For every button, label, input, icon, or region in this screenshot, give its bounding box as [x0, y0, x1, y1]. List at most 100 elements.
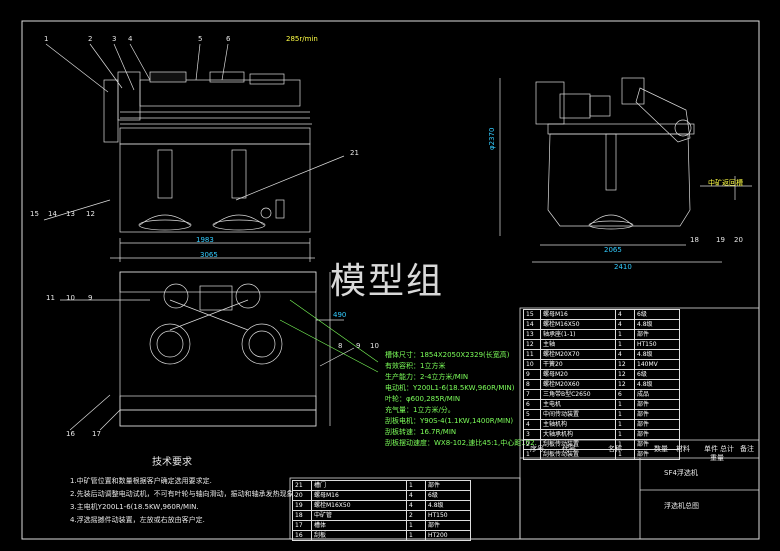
bom-cell: 16	[292, 530, 312, 541]
drawing-subtitle: 浮选机总图	[664, 502, 699, 510]
part-number-20: 20	[734, 236, 743, 244]
bom-cell: 中矿管	[311, 510, 407, 521]
dim-side-outer: 2410	[614, 263, 632, 271]
bom-cell: 1	[615, 399, 635, 410]
dim-plan-side: 490	[333, 311, 347, 319]
bom-cell: 刮板	[311, 530, 407, 541]
bom-cell: 螺母M16	[311, 490, 407, 501]
bom-cell: 15	[523, 309, 541, 320]
bom-cell: 1	[615, 429, 635, 440]
bom-header-weight: 重量	[710, 454, 724, 462]
bom-cell: 7	[523, 389, 541, 400]
part-number-15: 15	[30, 210, 39, 218]
part-number-11: 11	[46, 294, 55, 302]
bom-cell: 部件	[425, 480, 471, 491]
bom-cell: 部件	[634, 409, 680, 420]
part-number-18: 18	[690, 236, 699, 244]
bom-header-code: 代号	[562, 445, 576, 453]
bom-cell: 2	[406, 510, 426, 521]
bom-cell: 主电机	[540, 399, 616, 410]
bom-cell: 成品	[634, 389, 680, 400]
bom-cell: 12	[523, 339, 541, 350]
bom-header-note: 备注	[740, 445, 754, 453]
bom-header-material: 材料	[676, 445, 690, 453]
bom-cell: 主轴机构	[540, 419, 616, 430]
bom-cell: 6	[615, 389, 635, 400]
bom-cell: 1	[406, 530, 426, 541]
drawing-name: SF4浮选机	[664, 469, 698, 477]
bom-cell: 4.8级	[425, 500, 471, 511]
bom-cell: 1	[615, 329, 635, 340]
bom-cell: 4	[615, 319, 635, 330]
watermark: 模型组	[330, 261, 445, 302]
bom-cell: 螺栓M16X50	[540, 319, 616, 330]
bom-cell: 螺栓M20X60	[540, 379, 616, 390]
tech-req-line: 4.浮选摇撼件动装置，左放或右放由客户定.	[70, 516, 205, 524]
part-number-6: 6	[226, 35, 231, 43]
bom-cell: 槽门	[311, 480, 407, 491]
spec-line: 有效容积：1立方米	[385, 362, 446, 370]
spec-list: 槽体尺寸：1854X2050X2329(长宽高) 有效容积：1立方米 生产能力：…	[385, 352, 537, 451]
part-number-14: 14	[48, 210, 57, 218]
bom-cell: 1	[406, 520, 426, 531]
bom-header-total: 总计	[720, 445, 734, 453]
dim-height: φ2370	[488, 127, 496, 150]
bom-cell: 5	[523, 409, 541, 420]
bom-cell: 部件	[425, 520, 471, 531]
bom-cell: 140MV	[634, 359, 680, 370]
tech-req-line: 3.主电机Y200L1-6(18.5KW,960R/MIN.	[70, 503, 199, 511]
bom-cell: 部件	[634, 399, 680, 410]
bom-cell: 螺栓M20X70	[540, 349, 616, 360]
bom-cell: 1	[615, 409, 635, 420]
bom-cell: 轴承座(1-1)	[540, 329, 616, 340]
part-number-5: 5	[198, 35, 203, 43]
tech-title: 技术要求	[152, 457, 192, 468]
part-number-8: 8	[338, 342, 343, 350]
bom-cell: HT150	[634, 339, 680, 350]
bom-cell: 18	[292, 510, 312, 521]
bom-cell: HT200	[425, 530, 471, 541]
spec-line: 叶轮：φ600,285R/MIN	[385, 395, 461, 403]
bom-header-index: 序号	[530, 445, 544, 453]
bom-cell: 1	[615, 419, 635, 430]
part-number-4: 4	[128, 35, 133, 43]
bom-cell: 1	[615, 339, 635, 350]
bom-cell: 4.8级	[634, 319, 680, 330]
bom-cell: 部件	[634, 449, 680, 460]
leader-lines-green	[279, 299, 379, 373]
bom-cell: 4	[523, 419, 541, 430]
part-number-13: 13	[66, 210, 75, 218]
bom-cell: 三角带B型C2650	[540, 389, 616, 400]
bom-cell: 部件	[634, 419, 680, 430]
bom-cell: 螺母M20	[540, 369, 616, 380]
bom-cell: 槽体	[311, 520, 407, 531]
bom-cell: 4.8级	[634, 379, 680, 390]
bom-cell: 螺栓M16X50	[311, 500, 407, 511]
dim-front-outer: 3065	[200, 251, 218, 259]
bom-cell: 13	[523, 329, 541, 340]
bom-cell: 4	[615, 309, 635, 320]
bom-cell: 3	[523, 429, 541, 440]
part-number-9b: 9	[356, 342, 361, 350]
spec-line: 生产能力：2-4立方米/MIN	[385, 373, 469, 381]
part-number-16: 16	[66, 430, 75, 438]
part-number-12: 12	[86, 210, 95, 218]
bom-cell: 12	[615, 359, 635, 370]
bom-cell: 12	[615, 379, 635, 390]
spec-line: 刮板转速：16.7R/MIN	[385, 428, 457, 436]
dim-front-inner: 1983	[196, 236, 214, 244]
part-number-19: 19	[716, 236, 725, 244]
